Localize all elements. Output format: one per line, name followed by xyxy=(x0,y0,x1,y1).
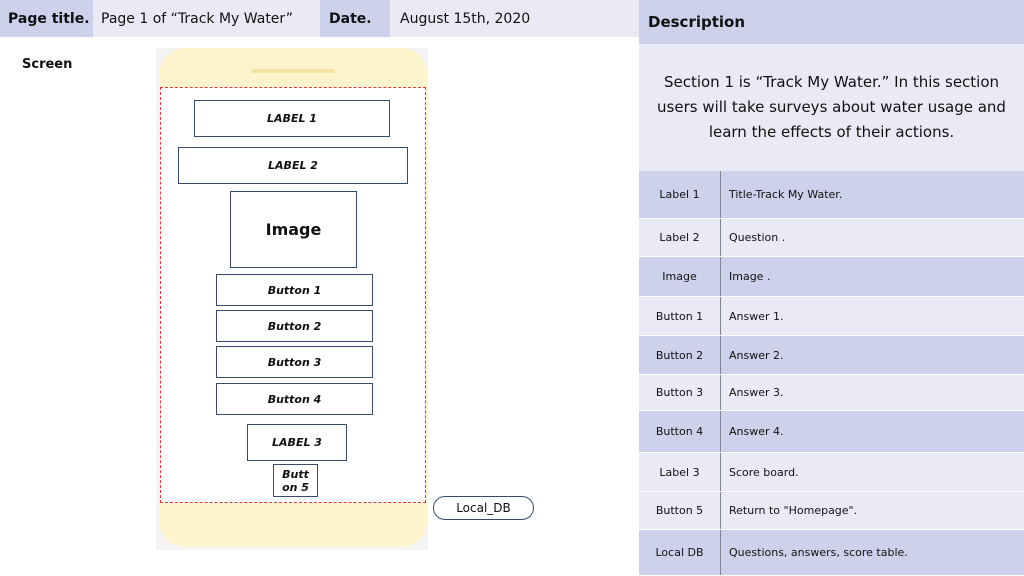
row-key: Button 1 xyxy=(639,297,721,335)
row-value: Answer 1. xyxy=(729,309,784,323)
row-key: Button 5 xyxy=(639,492,721,529)
wireframe-button-1[interactable]: Button 1 xyxy=(216,274,373,306)
row-key: Label 1 xyxy=(639,171,721,218)
row-value: Questions, answers, score table. xyxy=(729,546,908,559)
screen-label: Screen xyxy=(22,57,73,72)
row-value: Title-Track My Water. xyxy=(729,188,843,201)
page-title-value: Page 1 of “Track My Water” xyxy=(93,0,320,37)
row-value: Image . xyxy=(729,270,771,283)
description-text: Section 1 is “Track My Water.” In this s… xyxy=(639,44,1024,171)
button-5-line-1: Butt xyxy=(282,467,309,481)
description-table: Label 1 Title-Track My Water. Label 2 Qu… xyxy=(639,171,1024,576)
row-value: Score board. xyxy=(729,465,799,479)
table-row: Image Image . xyxy=(639,257,1024,297)
phone-screen-area: LABEL 1 LABEL 2 Image Button 1 Button 2 … xyxy=(160,87,426,503)
phone-speaker xyxy=(251,69,335,73)
row-key: Button 3 xyxy=(639,375,721,410)
date-label: Date. xyxy=(320,0,390,37)
row-value: Return to "Homepage". xyxy=(729,504,858,517)
wireframe-button-2[interactable]: Button 2 xyxy=(216,310,373,342)
row-value: Answer 4. xyxy=(729,425,784,438)
table-row: Button 2 Answer 2. xyxy=(639,336,1024,375)
table-row: Button 5 Return to "Homepage". xyxy=(639,492,1024,530)
wireframe-label-2: LABEL 2 xyxy=(178,147,408,184)
row-key: Button 4 xyxy=(639,411,721,452)
table-row: Label 2 Question . xyxy=(639,219,1024,257)
local-db-node: Local_DB xyxy=(433,496,534,520)
row-key: Label 3 xyxy=(639,453,721,491)
table-row: Button 4 Answer 4. xyxy=(639,411,1024,453)
wireframe-label-1: LABEL 1 xyxy=(194,100,390,137)
row-key: Label 2 xyxy=(639,219,721,256)
wireframe-button-4[interactable]: Button 4 xyxy=(216,383,373,415)
wireframe-label-3: LABEL 3 xyxy=(247,424,347,461)
table-row: Button 3 Answer 3. xyxy=(639,375,1024,411)
row-key: Button 2 xyxy=(639,336,721,374)
wireframe-button-3[interactable]: Button 3 xyxy=(216,346,373,378)
table-row: Label 3 Score board. xyxy=(639,453,1024,492)
phone-mockup: LABEL 1 LABEL 2 Image Button 1 Button 2 … xyxy=(159,48,427,547)
wireframe-button-5[interactable]: Butt on 5 xyxy=(273,464,318,497)
button-5-line-2: on 5 xyxy=(282,480,309,494)
description-heading: Description xyxy=(639,0,1024,44)
table-row: Local DB Questions, answers, score table… xyxy=(639,530,1024,576)
row-key: Image xyxy=(639,257,721,296)
row-value: Answer 2. xyxy=(729,348,784,362)
date-value: August 15th, 2020 xyxy=(390,0,639,37)
wireframe-image: Image xyxy=(230,191,357,268)
table-row: Label 1 Title-Track My Water. xyxy=(639,171,1024,219)
row-value: Answer 3. xyxy=(729,386,784,399)
page-title-label: Page title. xyxy=(0,0,93,37)
row-value: Question . xyxy=(729,231,786,244)
table-row: Button 1 Answer 1. xyxy=(639,297,1024,336)
row-key: Local DB xyxy=(639,530,721,575)
